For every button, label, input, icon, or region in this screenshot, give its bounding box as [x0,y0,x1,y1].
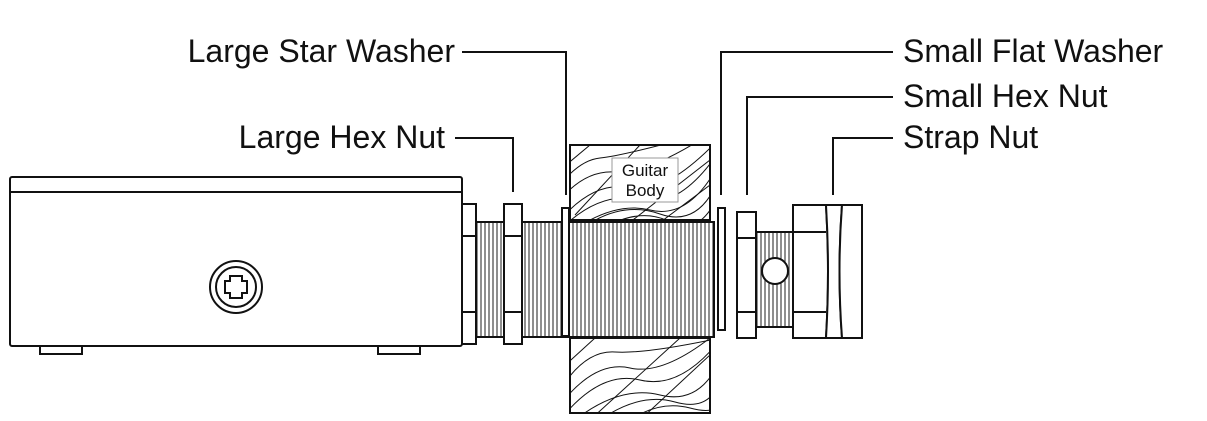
leader-small-flat-washer [720,51,893,195]
cross-hole [761,257,789,285]
label-large-star-washer: Large Star Washer [188,33,456,69]
large-hex-nut [503,203,523,345]
phillips-screw-icon [209,260,263,314]
guitar-body-label-line1: Guitar [622,161,669,180]
guitar-body-label: Guitar Body [611,157,679,203]
leader-large-star-washer [462,51,567,195]
large-hex-nut-collar [461,203,477,345]
large-star-washer [561,207,570,337]
guitar-body-label-line2: Body [626,181,665,200]
leader-small-hex-nut [746,96,893,195]
label-large-hex-nut: Large Hex Nut [239,119,445,155]
small-hex-nut [736,211,757,339]
label-small-flat-washer: Small Flat Washer [903,33,1164,69]
small-flat-washer [717,207,726,331]
leader-strap-nut [832,137,893,195]
label-small-hex-nut: Small Hex Nut [903,78,1108,114]
strap-nut [792,204,863,339]
leader-large-hex-nut [455,137,514,192]
label-strap-nut: Strap Nut [903,119,1038,155]
guitar-body-bottom-block [569,337,711,414]
